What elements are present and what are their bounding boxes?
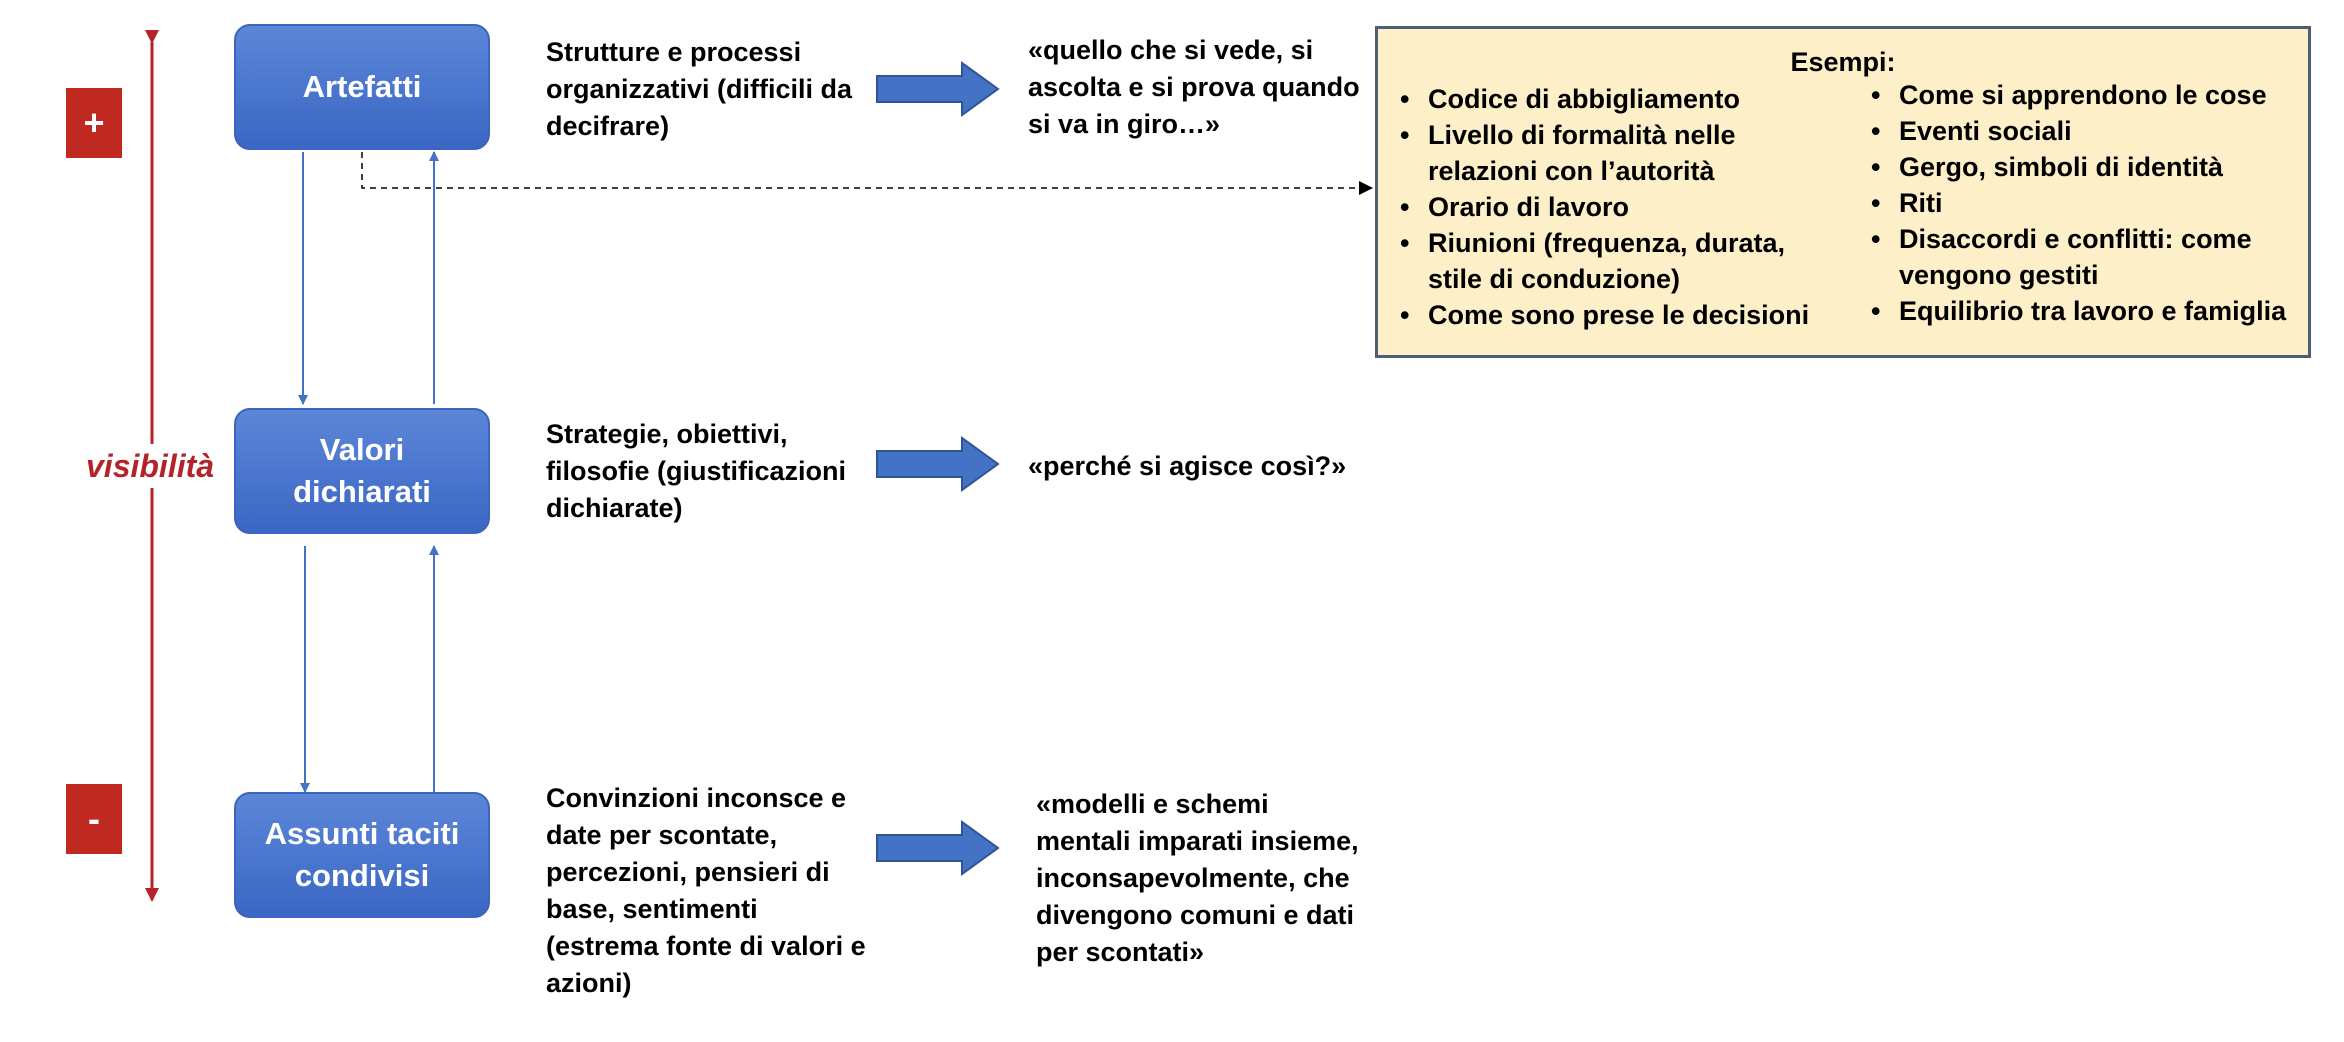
examples-item: Eventi sociali <box>1863 113 2286 149</box>
examples-item: Equilibrio tra lavoro e famiglia <box>1863 293 2286 329</box>
level-label-valori-dichiarati: Valori dichiarati <box>293 432 431 509</box>
examples-title: Esempi: <box>1790 47 1896 77</box>
block-arrow-valori <box>876 436 1000 492</box>
description-artefatti: Strutture e processi organizzativi (diff… <box>546 37 853 141</box>
examples-item: Gergo, simboli di identità <box>1863 149 2286 185</box>
examples-right-list: Come si apprendono le cose Eventi social… <box>1863 77 2286 329</box>
level-label-assunti-taciti: Assunti taciti condivisi <box>264 816 460 893</box>
description-valori-dichiarati: Strategie, obiettivi, filosofie (giustif… <box>546 419 847 523</box>
level-box-artefatti: Artefatti <box>234 24 490 150</box>
examples-left-list: Codice di abbigliamento Livello di forma… <box>1392 81 1809 333</box>
examples-box: Esempi: Codice di abbigliamento Livello … <box>1375 26 2311 358</box>
visibility-high-sign: + <box>66 88 122 158</box>
level-label-artefatti: Artefatti <box>302 69 422 105</box>
examples-item: Codice di abbigliamento <box>1392 81 1809 117</box>
examples-item: Disaccordi e conflitti: come vengono ges… <box>1863 221 2286 293</box>
description-assunti-taciti: Convinzioni inconsce e date per scontate… <box>546 783 866 998</box>
block-arrow-artefatti <box>876 61 1000 117</box>
quote-assunti-taciti: «modelli e schemi mentali imparati insie… <box>1036 789 1359 967</box>
examples-item: Livello di formalità nelle relazioni con… <box>1392 117 1809 189</box>
examples-item: Come sono prese le decisioni <box>1392 297 1809 333</box>
examples-item: Come si apprendono le cose <box>1863 77 2286 113</box>
visibility-low-sign: - <box>66 784 122 854</box>
quote-artefatti: «quello che si vede, si ascolta e si pro… <box>1028 35 1360 139</box>
level-box-valori-dichiarati: Valori dichiarati <box>234 408 490 534</box>
block-arrow-assunti <box>876 820 1000 876</box>
level-box-assunti-taciti: Assunti taciti condivisi <box>234 792 490 918</box>
dashed-link-to-examples <box>361 152 1373 195</box>
examples-item: Riunioni (frequenza, durata, stile di co… <box>1392 225 1809 297</box>
examples-item: Orario di lavoro <box>1392 189 1809 225</box>
examples-item: Riti <box>1863 185 2286 221</box>
quote-valori-dichiarati: «perché si agisce così?» <box>1028 451 1347 481</box>
